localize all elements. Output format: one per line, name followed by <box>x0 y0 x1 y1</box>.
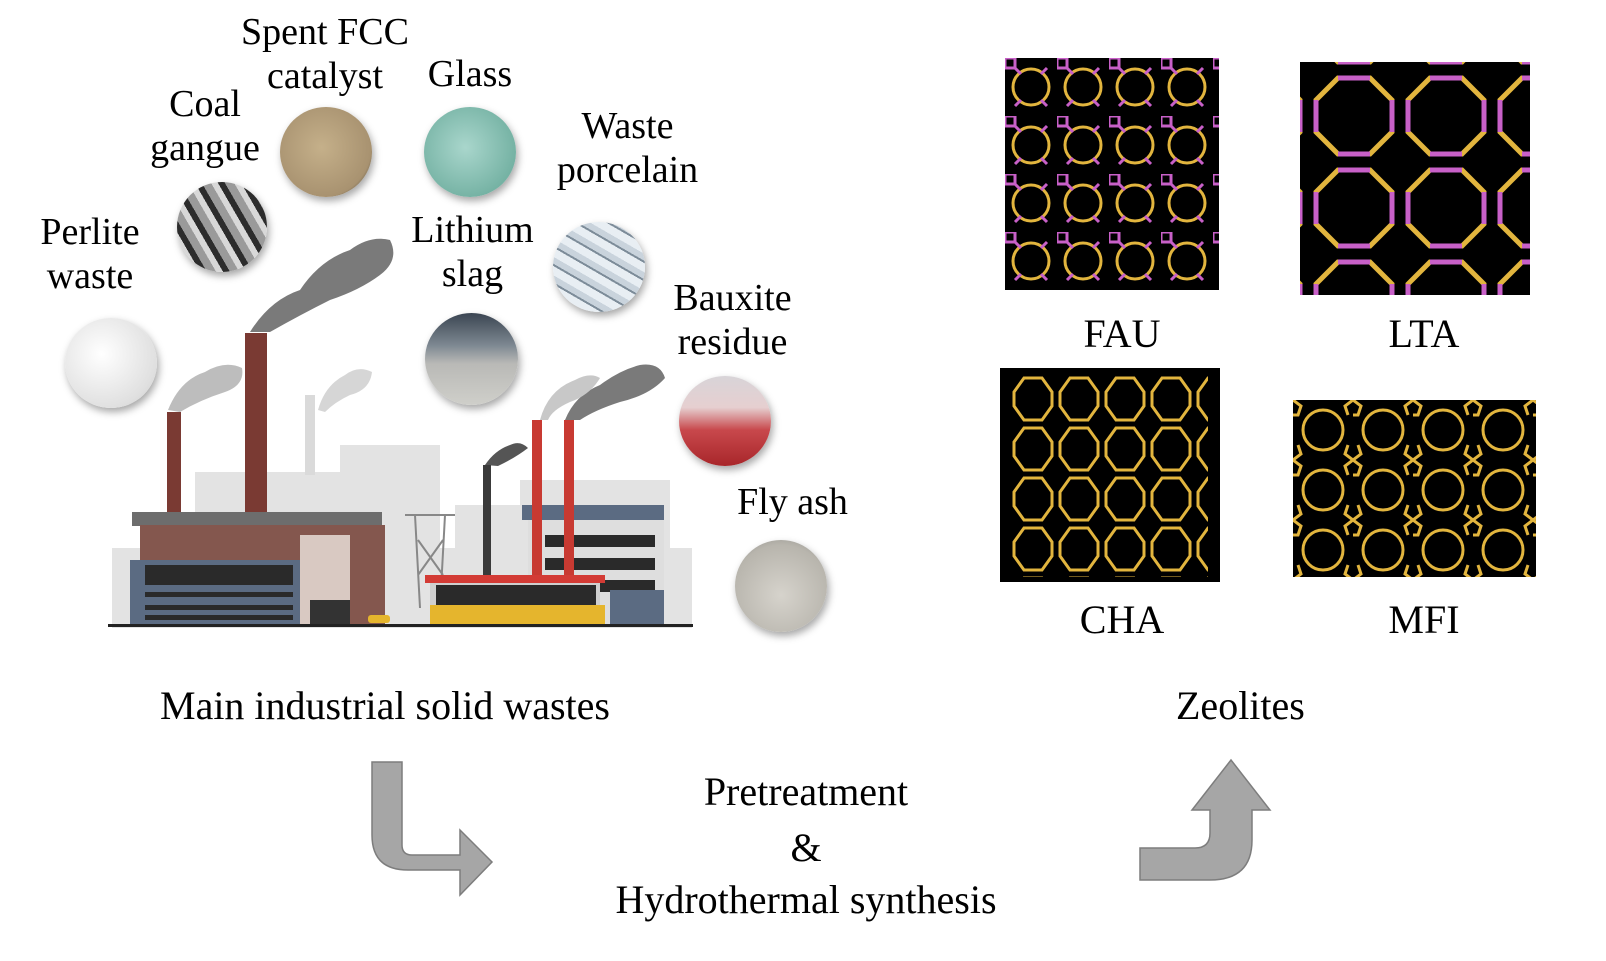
label-line: Lithium <box>411 209 534 251</box>
waste-label-lithium-slag: Lithium slag <box>400 208 545 296</box>
waste-label-perlite: Perlite waste <box>20 210 160 298</box>
waste-label-bauxite-residue: Bauxite residue <box>660 276 805 364</box>
waste-porcelain-photo <box>553 222 645 312</box>
zeolite-label-lta: LTA <box>1388 311 1460 356</box>
label-line: Spent FCC <box>241 11 409 53</box>
spent-fcc-catalyst-photo <box>280 107 372 197</box>
label-line: Coal <box>169 83 241 125</box>
process-step-pretreatment: Pretreatment <box>703 769 909 814</box>
mfi-framework <box>1293 400 1536 577</box>
car <box>368 615 390 623</box>
fly-ash-photo <box>735 540 827 632</box>
zeolite-label-fau: FAU <box>1083 311 1161 356</box>
label-line: slag <box>441 253 504 295</box>
waste-label-fly-ash: Fly ash <box>720 480 865 524</box>
fau-framework <box>1005 58 1219 290</box>
waste-label-waste-porcelain: Waste porcelain <box>540 104 715 192</box>
chimney <box>167 412 181 517</box>
label-line: porcelain <box>556 149 699 191</box>
label-line: Bauxite <box>673 277 792 319</box>
right-up-arrow-icon <box>1139 758 1272 881</box>
zeolites-section-title: Zeolites <box>1176 683 1305 728</box>
label-line: Waste <box>581 105 674 147</box>
zeolite-label-mfi: MFI <box>1388 597 1460 642</box>
waste-label-spent-fcc: Spent FCC catalyst <box>215 10 435 98</box>
label-line: waste <box>46 255 134 297</box>
label-line: Perlite <box>40 211 140 253</box>
waste-label-glass: Glass <box>410 52 530 96</box>
red-chimney <box>532 420 542 580</box>
zeolite-mfi-structure <box>1293 400 1536 577</box>
perlite-waste-photo <box>65 318 157 408</box>
lta-framework <box>1300 62 1530 295</box>
smoke <box>168 238 665 466</box>
zeolite-cha-structure <box>1000 368 1220 582</box>
label-line: gangue <box>150 127 260 169</box>
label-line: residue <box>677 321 788 363</box>
left-factory-building <box>130 512 385 625</box>
waste-label-coal-gangue: Coal gangue <box>135 82 275 170</box>
label-line: catalyst <box>266 55 384 97</box>
chimney <box>483 465 491 575</box>
wastes-section-title: Main industrial solid wastes <box>160 683 610 728</box>
chimney <box>245 333 267 518</box>
lithium-slag-photo <box>425 313 518 405</box>
down-right-arrow-icon <box>371 761 494 897</box>
process-step-hydrothermal: Hydrothermal synthesis <box>615 877 997 922</box>
power-tower <box>405 514 455 609</box>
red-chimney <box>564 420 574 580</box>
yellow-factory-building <box>425 575 605 625</box>
coal-gangue-photo <box>177 182 267 272</box>
cha-framework <box>1008 372 1208 577</box>
zeolite-lta-structure <box>1300 62 1530 295</box>
ground-line <box>108 624 693 627</box>
glass-photo <box>424 107 516 197</box>
label-line: Fly ash <box>737 481 848 523</box>
label-line: Glass <box>427 53 513 95</box>
process-ampersand: & <box>790 825 822 870</box>
bauxite-residue-photo <box>679 376 771 466</box>
zeolite-fau-structure <box>1005 58 1219 290</box>
zeolite-label-cha: CHA <box>1079 597 1165 642</box>
